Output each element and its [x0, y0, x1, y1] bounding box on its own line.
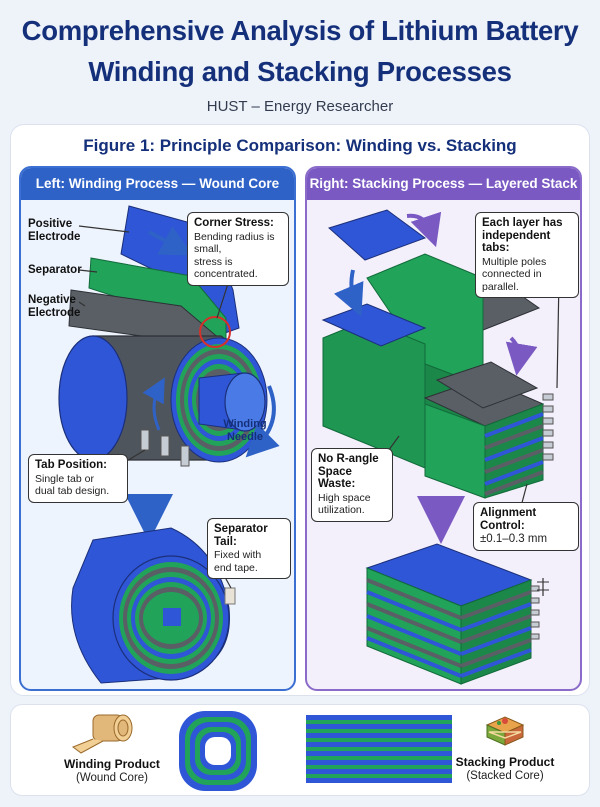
- independent-tabs-callout: Each layer has independent tabs: Multipl…: [475, 212, 579, 298]
- independent-tabs: [542, 393, 554, 461]
- final-wound-core: [71, 527, 231, 684]
- tab: [140, 429, 150, 451]
- tab: [180, 445, 190, 467]
- winding-panel: Left: Winding Process — Wound Core: [19, 166, 296, 691]
- winding-illustration: [58, 205, 280, 684]
- tab-position-callout: Tab Position: Single tab or dual tab des…: [28, 454, 128, 503]
- alignment-control-callout: Alignment Control: ±0.1–0.3 mm: [473, 502, 579, 551]
- stacking-product-label: Stacking Product (Stacked Core): [455, 755, 555, 782]
- legend-bar: Winding Product (Wound Core) Stacking Pr…: [10, 704, 590, 796]
- stacking-panel-heading: Right: Stacking Process — Layered Stack: [307, 168, 580, 200]
- purple-arrow-right: [505, 336, 538, 376]
- no-r-angle-callout: No R-angle Space Waste: High space utili…: [311, 448, 393, 522]
- final-stacked-core: [365, 543, 540, 685]
- tab: [160, 435, 170, 457]
- blue-arrow-left: [333, 269, 364, 317]
- winding-roll-icon: [71, 714, 133, 754]
- main-title: Comprehensive Analysis of Lithium Batter…: [0, 14, 600, 88]
- wound-core-back-end: [58, 335, 128, 461]
- stacking-illustration: [321, 209, 560, 685]
- corner-stress-callout: Corner Stress: Bending radius is small, …: [187, 212, 289, 286]
- figure-title: Figure 1: Principle Comparison: Winding …: [83, 136, 517, 155]
- main-title-line1: Comprehensive Analysis of Lithium Batter…: [21, 15, 579, 46]
- rotation-arrow: [245, 385, 280, 458]
- subtitle: HUST – Energy Researcher: [206, 98, 394, 115]
- legend-graphics: [71, 711, 525, 791]
- up-arrow: [142, 377, 165, 431]
- winding-product-label: Winding Product (Wound Core): [64, 757, 160, 784]
- stack-top-gray: [435, 361, 539, 409]
- main-title-line2: Winding and Stacking Processes: [88, 56, 512, 87]
- separator-tail-callout: Separator Tail: Fixed with end tape.: [207, 518, 291, 579]
- stacked-core-cross-section-icon: [306, 715, 452, 783]
- feed-arrow: [148, 226, 194, 256]
- stacked-cake-icon: [485, 716, 525, 746]
- stacking-panel: Right: Stacking Process — Layered Stack: [305, 166, 582, 691]
- end-tape: [224, 587, 236, 605]
- purple-arrow-top: [406, 211, 442, 248]
- wound-core-cross-section-icon: [179, 711, 257, 791]
- corner-stress-marker: [199, 316, 231, 348]
- winding-panel-heading: Left: Winding Process — Wound Core: [21, 168, 294, 200]
- separator-label: Separator: [28, 264, 82, 276]
